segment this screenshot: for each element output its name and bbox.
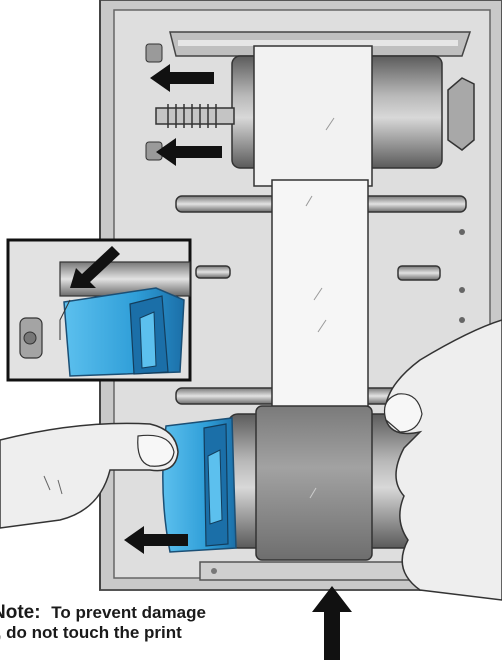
arrow-left-icon (124, 526, 188, 554)
blue-ribbon-core (162, 417, 237, 553)
arrow-up-icon (312, 586, 352, 660)
supply-roll (231, 45, 475, 187)
arrow-left-icon (150, 64, 214, 92)
arrow-down-left-icon (70, 246, 120, 288)
detail-inset (6, 238, 192, 382)
handling-note: Note: To prevent damage l, do not touch … (0, 602, 312, 642)
note-heading: Note: (0, 602, 41, 623)
note-line-1: To prevent damage (51, 603, 206, 622)
note-line-2: l, do not touch the print (0, 623, 182, 643)
gloved-hand-left (0, 422, 179, 529)
top-bracket (169, 31, 472, 57)
gloved-hand-right (383, 319, 502, 601)
ribbon-film (271, 179, 369, 431)
spindle-spring (145, 43, 235, 161)
arrow-left-icon (156, 138, 222, 166)
